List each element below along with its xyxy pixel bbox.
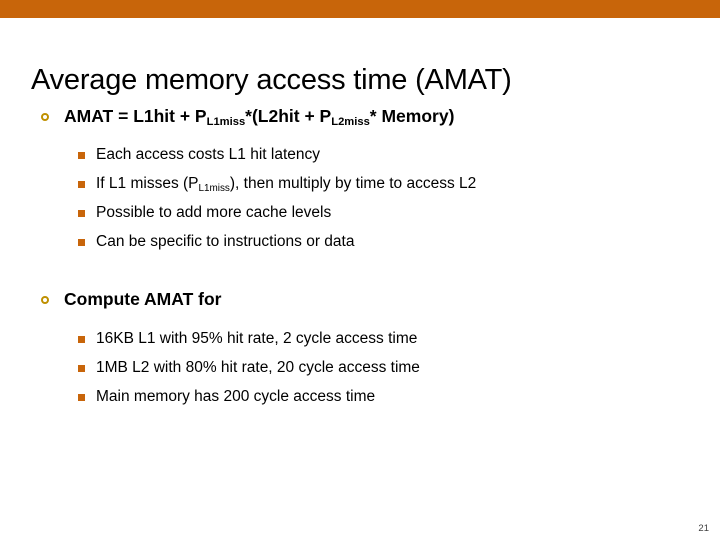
- bullet-level2-label: Can be specific to instructions or data: [96, 231, 354, 253]
- bullet-level2-label: Each access costs L1 hit latency: [96, 144, 320, 166]
- page-number: 21: [698, 523, 709, 534]
- formula-text: Can be specific to instructions or data: [96, 233, 355, 250]
- spacer: [0, 132, 720, 144]
- square-bullet-icon: [78, 239, 85, 246]
- bullet-level2-row: Each access costs L1 hit latency: [0, 144, 720, 173]
- bullet-level1-label: AMAT = L1hit + PL1miss*(L2hit + PL2miss*…: [64, 104, 454, 131]
- square-bullet-icon: [78, 152, 85, 159]
- formula-subscript: L1miss: [198, 182, 230, 194]
- bullet-level2-label: Main memory has 200 cycle access time: [96, 386, 375, 408]
- content-block: AMAT = L1hit + PL1miss*(L2hit + PL2miss*…: [0, 104, 720, 260]
- formula-text: * Memory): [369, 106, 455, 126]
- bullet-level2-label: Possible to add more cache levels: [96, 202, 331, 224]
- top-accent-bar: [0, 0, 720, 18]
- bullet-level2-row: Can be specific to instructions or data: [0, 231, 720, 260]
- formula-text: 1MB L2 with 80% hit rate, 20 cycle acces…: [96, 359, 420, 376]
- block-spacer: [0, 260, 720, 287]
- spacer: [0, 315, 720, 328]
- square-bullet-icon: [78, 394, 85, 401]
- formula-subscript: L1miss: [206, 116, 246, 129]
- square-bullet-icon: [78, 336, 85, 343]
- bullet-level1-label: Compute AMAT for: [64, 287, 221, 311]
- formula-text: Main memory has 200 cycle access time: [96, 388, 376, 405]
- bullet-level2-row: Main memory has 200 cycle access time: [0, 386, 720, 415]
- slide-body: AMAT = L1hit + PL1miss*(L2hit + PL2miss*…: [0, 104, 720, 415]
- bullet-level2-label: 16KB L1 with 95% hit rate, 2 cycle acces…: [96, 328, 417, 350]
- bullet-level1-row: AMAT = L1hit + PL1miss*(L2hit + PL2miss*…: [0, 104, 720, 132]
- square-bullet-icon: [78, 210, 85, 217]
- formula-text: Each access costs L1 hit latency: [96, 146, 321, 163]
- bullet-level1-row: Compute AMAT for: [0, 287, 720, 315]
- bullet-level2-label: If L1 misses (PL1miss), then multiply by…: [96, 173, 476, 197]
- hollow-circle-bullet-icon: [41, 296, 49, 304]
- formula-text: Compute AMAT for: [64, 289, 222, 309]
- square-bullet-icon: [78, 365, 85, 372]
- bullet-level2-label: 1MB L2 with 80% hit rate, 20 cycle acces…: [96, 357, 420, 379]
- bullet-level2-row: 16KB L1 with 95% hit rate, 2 cycle acces…: [0, 328, 720, 357]
- formula-text: *(L2hit + P: [245, 106, 332, 126]
- formula-text: 16KB L1 with 95% hit rate, 2 cycle acces…: [96, 330, 418, 347]
- formula-text: Possible to add more cache levels: [96, 204, 332, 221]
- bullet-level2-row: If L1 misses (PL1miss), then multiply by…: [0, 173, 720, 202]
- bullet-level2-row: Possible to add more cache levels: [0, 202, 720, 231]
- formula-text: ), then multiply by time to access L2: [229, 175, 477, 192]
- formula-text: If L1 misses (P: [96, 175, 199, 192]
- bullet-level2-row: 1MB L2 with 80% hit rate, 20 cycle acces…: [0, 357, 720, 386]
- hollow-circle-bullet-icon: [41, 113, 49, 121]
- page-title: Average memory access time (AMAT): [31, 64, 512, 97]
- formula-text: AMAT = L1hit + P: [64, 106, 207, 126]
- content-block: Compute AMAT for 16KB L1 with 95% hit rat…: [0, 287, 720, 415]
- square-bullet-icon: [78, 181, 85, 188]
- formula-subscript: L2miss: [331, 116, 370, 129]
